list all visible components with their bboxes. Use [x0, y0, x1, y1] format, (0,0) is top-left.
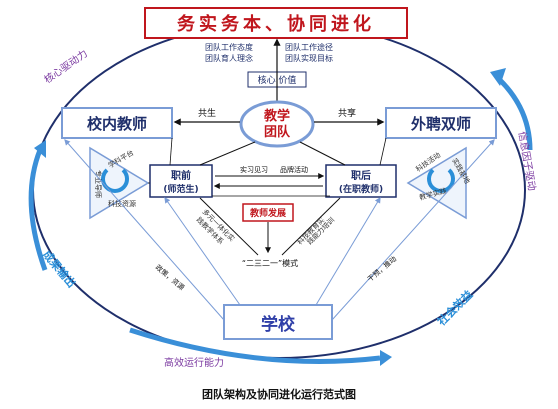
left-tri-c: 专业导师 — [94, 170, 103, 198]
line-pre-to-model — [199, 197, 259, 256]
line-post-to-model — [281, 197, 341, 256]
left-box-school-teachers — [61, 107, 173, 139]
label-practice: 实习见习 — [240, 165, 268, 174]
left-box-label: 校内教师 — [87, 115, 147, 133]
label-intervene: 干预，推动 — [366, 254, 399, 283]
line-school-to-pre — [164, 197, 241, 306]
left-tri-b: 科技资源 — [108, 199, 136, 208]
label-coexist: 共生 — [198, 107, 216, 119]
arc-label-efficiency: 高效运行能力 — [164, 356, 224, 369]
note-philosophy: 团队育人理念 — [205, 53, 253, 63]
note-goal: 团队实现目标 — [285, 53, 333, 63]
post-service-line1: 职后 — [351, 169, 371, 182]
arc-label-benefit: 社会效益 — [434, 287, 476, 329]
pre-service-line1: 职前 — [171, 169, 191, 182]
arc-arrow-left — [28, 149, 48, 271]
center-team-line1: 教学 — [263, 108, 290, 124]
line-center-to-post — [299, 141, 346, 166]
label-share: 共享 — [338, 107, 356, 119]
post-service-line2: (在职教师) — [339, 183, 383, 195]
arc-arrow-bottom — [129, 327, 381, 364]
arc-arrow-right-head — [490, 68, 506, 86]
line-school-to-post — [315, 196, 381, 306]
teacher-dev-box — [242, 203, 294, 222]
caption: 团队架构及协同进化运行范式图 — [202, 387, 356, 401]
right-triangle — [406, 146, 467, 220]
center-team-line2: 团队 — [264, 125, 291, 140]
left-cycle-icon — [101, 168, 129, 193]
label-policy: 政策，资源 — [154, 263, 187, 292]
line-left-box-to-pre — [169, 137, 173, 166]
line-school-to-left-box — [64, 139, 225, 321]
arc-arrow-right — [498, 78, 533, 151]
pre-service-line2: (师范生) — [163, 183, 198, 195]
right-box-external-teachers — [385, 107, 497, 139]
arc-label-info-drive: 信息因子驱动 — [516, 130, 539, 191]
post-service-box — [325, 164, 397, 198]
school-label: 学校 — [261, 314, 296, 335]
school-box — [223, 304, 333, 340]
title-box — [144, 7, 408, 39]
teacher-dev-label: 教师发展 — [249, 207, 286, 219]
arc-arrow-bottom-head — [380, 350, 392, 366]
right-cycle-icon — [427, 168, 455, 193]
label-brand: 品牌活动 — [280, 165, 308, 174]
right-box-label: 外聘双师 — [410, 115, 471, 133]
arc-label-core-drive: 核心驱动力 — [41, 47, 89, 86]
title-text: 务实务本、协同进化 — [177, 13, 375, 35]
model-label: “二三二一”模式 — [242, 258, 298, 268]
note-approach: 团队工作途径 — [285, 42, 333, 52]
line-school-to-right-box — [331, 139, 495, 321]
center-team-ellipse — [239, 100, 315, 148]
line-center-to-pre — [199, 141, 256, 166]
line-right-box-to-post — [379, 137, 387, 166]
pre-service-box — [149, 164, 213, 198]
arc-arrow-left-head — [34, 140, 46, 158]
note-attitude: 团队工作态度 — [205, 42, 253, 52]
